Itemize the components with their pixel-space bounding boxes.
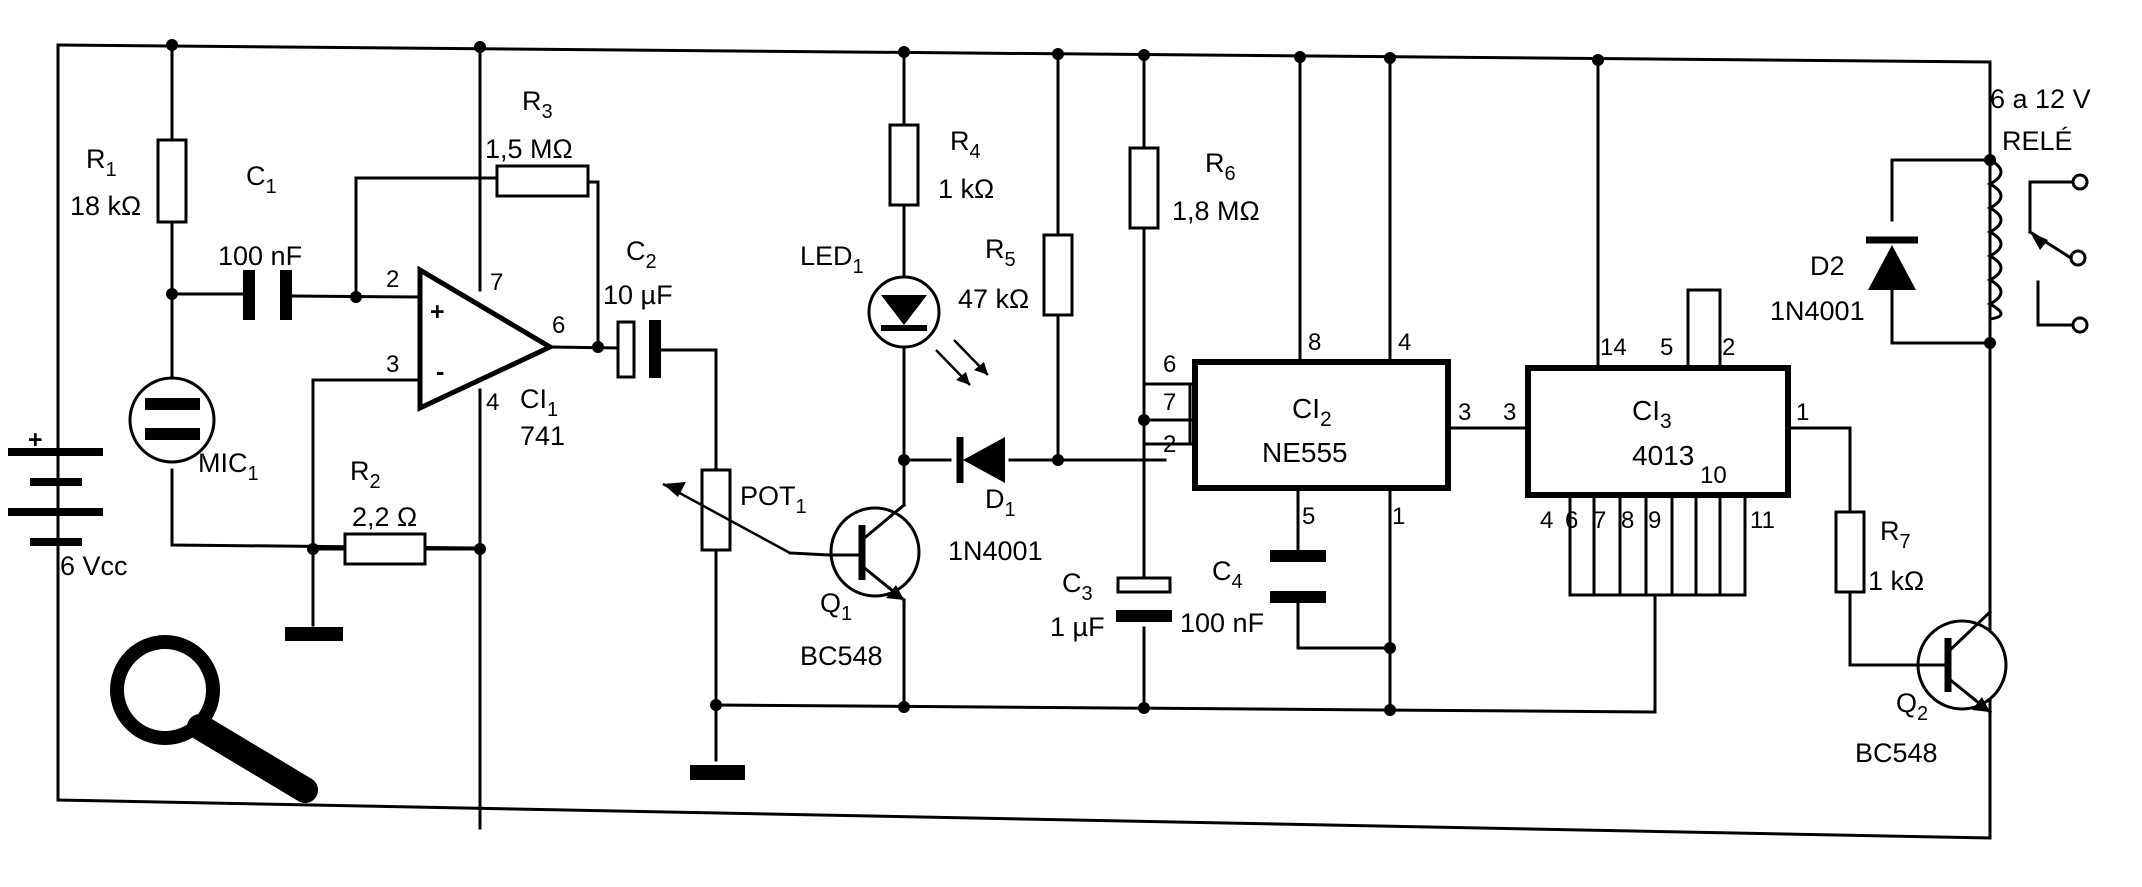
microphone-mic1: MIC1 <box>128 376 259 485</box>
svg-text:4: 4 <box>486 389 499 416</box>
svg-text:R5: R5 <box>985 234 1016 271</box>
svg-text:2: 2 <box>1722 334 1735 361</box>
svg-text:Q1: Q1 <box>820 588 852 625</box>
q2-part: BC548 <box>1855 738 1938 768</box>
svg-text:1: 1 <box>1392 503 1405 530</box>
svg-text:C2: C2 <box>626 236 657 273</box>
potentiometer-pot1: POT1 <box>662 468 832 557</box>
svg-text:C4: C4 <box>1212 556 1243 593</box>
ic-ci3-4013: CI3 4013 14 5 2 3 1 10 4 6 7 8 9 11 <box>1503 334 1809 534</box>
svg-text:5: 5 <box>1302 503 1315 530</box>
svg-text:6: 6 <box>1163 351 1176 378</box>
ci3-part: 4013 <box>1632 440 1694 471</box>
svg-text:3: 3 <box>1503 399 1516 426</box>
svg-text:R1: R1 <box>86 144 117 181</box>
junction-dots <box>166 39 1996 716</box>
svg-text:4: 4 <box>1540 507 1553 534</box>
svg-text:2: 2 <box>386 266 399 293</box>
ground-symbol-2 <box>690 765 745 780</box>
resistor-r6: R6 1,8 MΩ <box>1128 146 1260 230</box>
r1-value: 18 kΩ <box>70 191 141 221</box>
ci2-part: NE555 <box>1262 437 1348 468</box>
relay-supply-label: 6 a 12 V <box>1990 84 2091 114</box>
svg-text:7: 7 <box>490 269 503 296</box>
svg-text:10: 10 <box>1700 462 1727 489</box>
resistor-r2: R2 2,2 Ω <box>343 456 427 566</box>
svg-text:C1: C1 <box>246 161 277 198</box>
svg-text:8: 8 <box>1308 329 1321 356</box>
c3-value: 1 µF <box>1050 612 1105 642</box>
svg-text:3: 3 <box>386 351 399 378</box>
resistor-r4: R4 1 kΩ <box>888 123 994 207</box>
battery-label: 6 Vcc <box>60 551 128 581</box>
c2-value: 10 µF <box>603 280 673 310</box>
r5-value: 47 kΩ <box>958 284 1029 314</box>
diode-d1: D1 1N4001 <box>948 437 1043 566</box>
capacitor-c1: C1 100 nF <box>218 161 302 320</box>
battery-plus-sign: + <box>28 426 43 454</box>
svg-text:8: 8 <box>1621 507 1634 534</box>
d2-part: 1N4001 <box>1770 296 1865 326</box>
svg-text:-: - <box>436 358 444 386</box>
battery-6vcc: + 6 Vcc <box>8 426 128 581</box>
r4-value: 1 kΩ <box>938 174 994 204</box>
svg-text:CI3: CI3 <box>1632 395 1672 433</box>
d1-part: 1N4001 <box>948 536 1043 566</box>
capacitor-c4: C4 100 nF <box>1180 550 1326 638</box>
led-led1: LED1 <box>800 241 989 386</box>
svg-text:MIC1: MIC1 <box>198 448 259 485</box>
r7-value: 1 kΩ <box>1868 566 1924 596</box>
svg-text:Q2: Q2 <box>1896 688 1928 725</box>
svg-text:CI1: CI1 <box>520 384 558 421</box>
resistor-r5: R5 47 kΩ <box>958 233 1074 317</box>
svg-text:R2: R2 <box>350 456 381 493</box>
svg-text:2: 2 <box>1163 431 1176 458</box>
svg-text:+: + <box>430 298 445 326</box>
opamp-ci1: + - 2 3 7 4 6 CI1 741 <box>386 265 565 451</box>
svg-text:R7: R7 <box>1880 516 1911 553</box>
svg-text:7: 7 <box>1163 389 1176 416</box>
r2-value: 2,2 Ω <box>352 502 417 532</box>
q1-part: BC548 <box>800 641 883 671</box>
d2-ref: D2 <box>1810 251 1845 281</box>
capacitor-c2: C2 10 µF <box>603 236 673 379</box>
svg-text:14: 14 <box>1600 334 1627 361</box>
diode-d2: D2 1N4001 <box>1770 236 1918 326</box>
resistor-r1: R1 18 kΩ <box>70 138 188 224</box>
resistor-r3: R3 1,5 MΩ <box>485 86 590 198</box>
svg-text:1: 1 <box>1796 399 1809 426</box>
svg-text:CI2: CI2 <box>1292 393 1332 431</box>
svg-text:6: 6 <box>552 312 565 339</box>
resistor-r7: R7 1 kΩ <box>1834 510 1924 596</box>
relay-label: RELÉ <box>2002 126 2073 156</box>
r3-value: 1,5 MΩ <box>485 134 573 164</box>
svg-text:4: 4 <box>1398 329 1411 356</box>
transistor-q2: Q2 BC548 <box>1855 609 2008 768</box>
relay: 6 a 12 V RELÉ <box>1986 84 2091 334</box>
magnifier-icon[interactable] <box>110 635 318 803</box>
svg-text:POT1: POT1 <box>740 481 807 518</box>
transistor-q1: Q1 BC548 <box>800 502 921 671</box>
svg-text:7: 7 <box>1593 507 1606 534</box>
capacitor-c3: C3 1 µF <box>1050 568 1172 642</box>
svg-text:D1: D1 <box>985 484 1016 521</box>
svg-text:R6: R6 <box>1205 148 1236 185</box>
ic-ci2-ne555: CI2 NE555 8 4 6 7 2 3 5 1 <box>1163 329 1471 530</box>
svg-text:11: 11 <box>1750 507 1775 534</box>
svg-text:3: 3 <box>1458 399 1471 426</box>
svg-text:5: 5 <box>1660 334 1673 361</box>
c4-value: 100 nF <box>1180 608 1264 638</box>
c1-value: 100 nF <box>218 241 302 271</box>
svg-text:R4: R4 <box>950 126 981 163</box>
svg-text:6: 6 <box>1565 507 1578 534</box>
svg-text:LED1: LED1 <box>800 241 864 278</box>
r6-value: 1,8 MΩ <box>1172 196 1260 226</box>
ground-symbol-1 <box>285 627 343 641</box>
svg-text:9: 9 <box>1648 507 1661 534</box>
svg-text:C3: C3 <box>1062 568 1093 605</box>
svg-text:R3: R3 <box>522 86 553 123</box>
ci1-part: 741 <box>520 421 565 451</box>
